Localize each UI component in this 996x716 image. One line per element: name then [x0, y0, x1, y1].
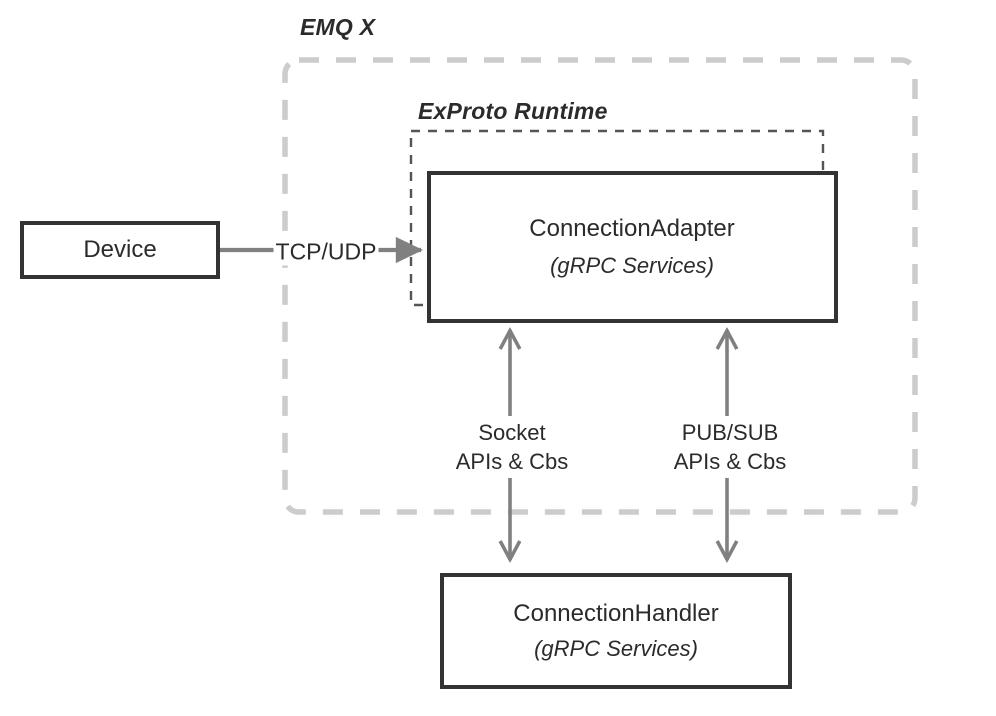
group-border-emqx	[282, 57, 918, 515]
node-box-connection-adapter[interactable]	[427, 171, 838, 323]
node-box-device[interactable]	[20, 221, 220, 279]
node-box-connection-handler[interactable]	[440, 573, 792, 689]
